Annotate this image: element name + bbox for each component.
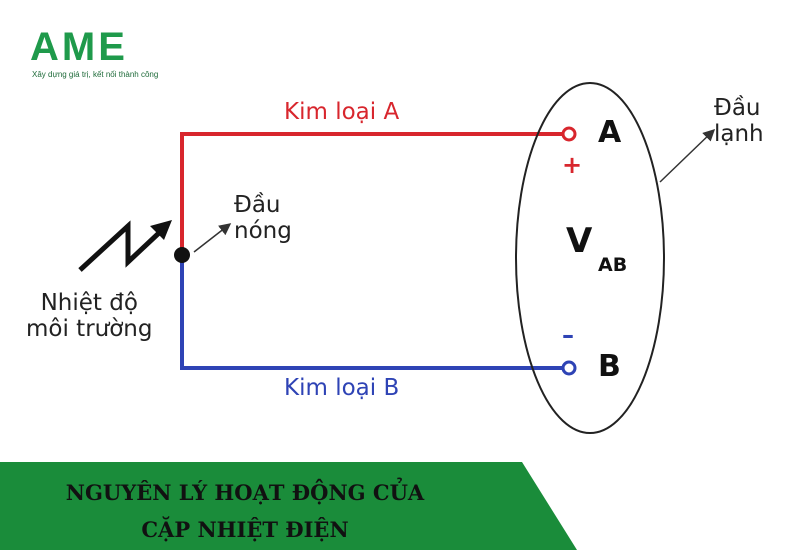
cold-junction-pointer (659, 128, 716, 183)
terminal-a-dot (561, 126, 577, 142)
minus-sign: – (562, 321, 574, 349)
terminal-b-dot (561, 360, 577, 376)
metal-a-wire (180, 132, 569, 255)
cold-junction-label: Đầu lạnh (714, 95, 764, 148)
banner-title-line2: CẶP NHIỆT ĐIỆN (141, 517, 349, 542)
logo-tagline: Xây dựng giá trị, kết nối thành công (32, 70, 159, 79)
title-banner (0, 462, 577, 550)
hot-junction-label: Đầu nóng (234, 192, 292, 245)
plus-sign: + (562, 151, 583, 179)
cold-junction-label-line1: Đầu (714, 95, 761, 121)
terminal-b-label: B (598, 349, 621, 384)
hot-junction-label-line2: nóng (234, 218, 292, 245)
heat-zigzag-icon (78, 220, 162, 272)
environment-label-line2: môi trường (26, 316, 153, 343)
terminal-a-label: A (598, 115, 622, 150)
environment-label-line1: Nhiệt độ (40, 290, 138, 316)
voltage-symbol: V (566, 221, 593, 261)
cold-junction-ellipse (515, 82, 665, 434)
hot-junction-pointer (193, 223, 232, 253)
logo-text: AME (30, 25, 128, 69)
cold-junction-label-line2: lạnh (714, 121, 764, 148)
environment-temperature-label: Nhiệt độ môi trường (26, 290, 152, 343)
banner-title-line1: NGUYÊN LÝ HOẠT ĐỘNG CỦA (65, 480, 425, 505)
hot-junction-label-line1: Đầu (234, 192, 281, 218)
metal-b-wire (180, 255, 569, 370)
heat-arrowhead-icon (150, 220, 172, 240)
metal-a-label: Kim loại A (284, 99, 400, 125)
hot-junction-dot (174, 247, 190, 263)
banner-title: NGUYÊN LÝ HOẠT ĐỘNG CỦA CẶP NHIỆT ĐIỆN (10, 474, 480, 548)
voltage-subscript: AB (598, 254, 628, 276)
metal-b-label: Kim loại B (284, 375, 400, 401)
